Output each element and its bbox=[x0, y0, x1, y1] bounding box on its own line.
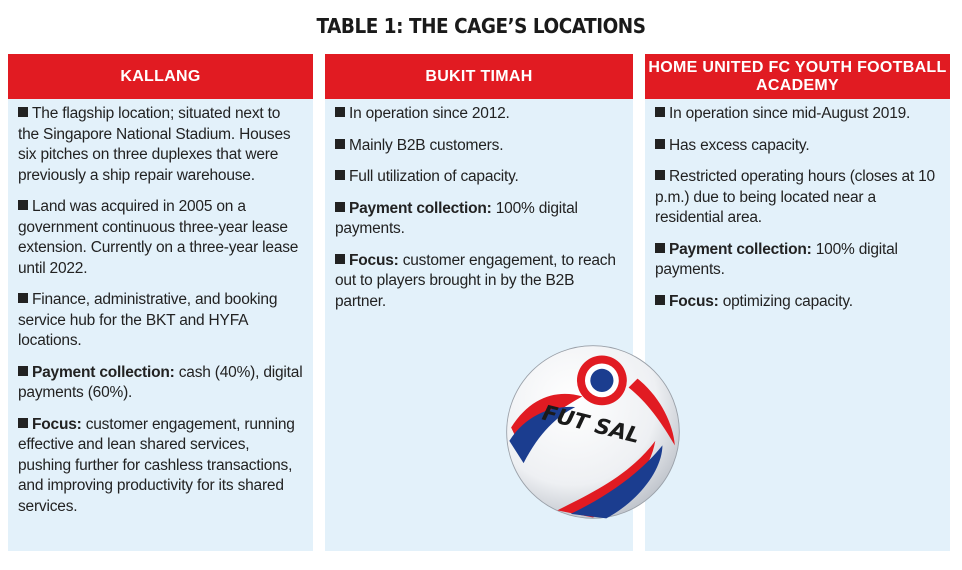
list-item: Full utilization of capacity. bbox=[335, 167, 623, 188]
square-bullet-icon bbox=[335, 253, 345, 264]
column-header: BUKIT TIMAH bbox=[325, 54, 633, 99]
list-item: Focus: customer engagement, running effe… bbox=[18, 415, 295, 515]
square-bullet-icon bbox=[18, 200, 28, 210]
square-bullet-icon bbox=[18, 417, 28, 428]
column-bukit-timah: BUKIT TIMAH In operation since 2012. Mai… bbox=[325, 54, 633, 551]
square-bullet-icon bbox=[655, 107, 665, 117]
ball-swoosh-blue bbox=[509, 406, 576, 464]
square-bullet-icon bbox=[18, 107, 28, 117]
column-kallang: KALLANG The flagship location; situated … bbox=[8, 54, 313, 551]
list-item: Payment collection: 100% digital payment… bbox=[335, 199, 578, 237]
list-item: Focus: customer engagement, to reach out… bbox=[335, 251, 616, 310]
table-title: TABLE 1: THE CAGE’S LOCATIONS bbox=[316, 14, 646, 38]
square-bullet-icon bbox=[335, 107, 345, 117]
list-item: Mainly B2B customers. bbox=[335, 136, 623, 157]
square-bullet-icon bbox=[335, 170, 345, 180]
list-item: Finance, administrative, and booking ser… bbox=[18, 291, 278, 349]
square-bullet-icon bbox=[655, 170, 665, 180]
list-item: Restricted operating hours (closes at 10… bbox=[655, 168, 935, 226]
list-item: Has excess capacity. bbox=[655, 136, 940, 157]
square-bullet-icon bbox=[335, 138, 345, 149]
futsal-ball-image: FUT SAL bbox=[506, 345, 680, 519]
ball-swoosh-red bbox=[628, 378, 675, 446]
square-bullet-icon bbox=[18, 293, 28, 303]
list-item: Focus: optimizing capacity. bbox=[655, 292, 940, 313]
column-home-united: HOME UNITED FC YOUTH FOOTBALL ACADEMY In… bbox=[645, 54, 950, 551]
column-body: In operation since 2012. Mainly B2B cust… bbox=[325, 99, 633, 312]
square-bullet-icon bbox=[655, 294, 665, 305]
square-bullet-icon bbox=[335, 201, 345, 212]
list-item: In operation since 2012. bbox=[335, 104, 623, 125]
list-item: Land was acquired in 2005 on a governmen… bbox=[18, 198, 299, 277]
square-bullet-icon bbox=[18, 365, 28, 376]
ball-swoosh-red bbox=[557, 440, 656, 518]
square-bullet-icon bbox=[655, 242, 665, 253]
column-body: The flagship location; situated next to … bbox=[8, 99, 313, 517]
column-header: HOME UNITED FC YOUTH FOOTBALL ACADEMY bbox=[645, 54, 950, 99]
list-item: Payment collection: cash (40%), digital … bbox=[18, 363, 303, 401]
column-header: KALLANG bbox=[8, 54, 313, 99]
ball-badge-inner bbox=[590, 368, 614, 392]
square-bullet-icon bbox=[655, 138, 665, 149]
column-body: In operation since mid-August 2019. Has … bbox=[645, 99, 950, 312]
list-item: The flagship location; situated next to … bbox=[18, 105, 291, 184]
list-item: In operation since mid-August 2019. bbox=[655, 104, 940, 125]
list-item: Payment collection: 100% digital payment… bbox=[655, 240, 898, 278]
ball-swoosh-blue bbox=[570, 445, 663, 519]
